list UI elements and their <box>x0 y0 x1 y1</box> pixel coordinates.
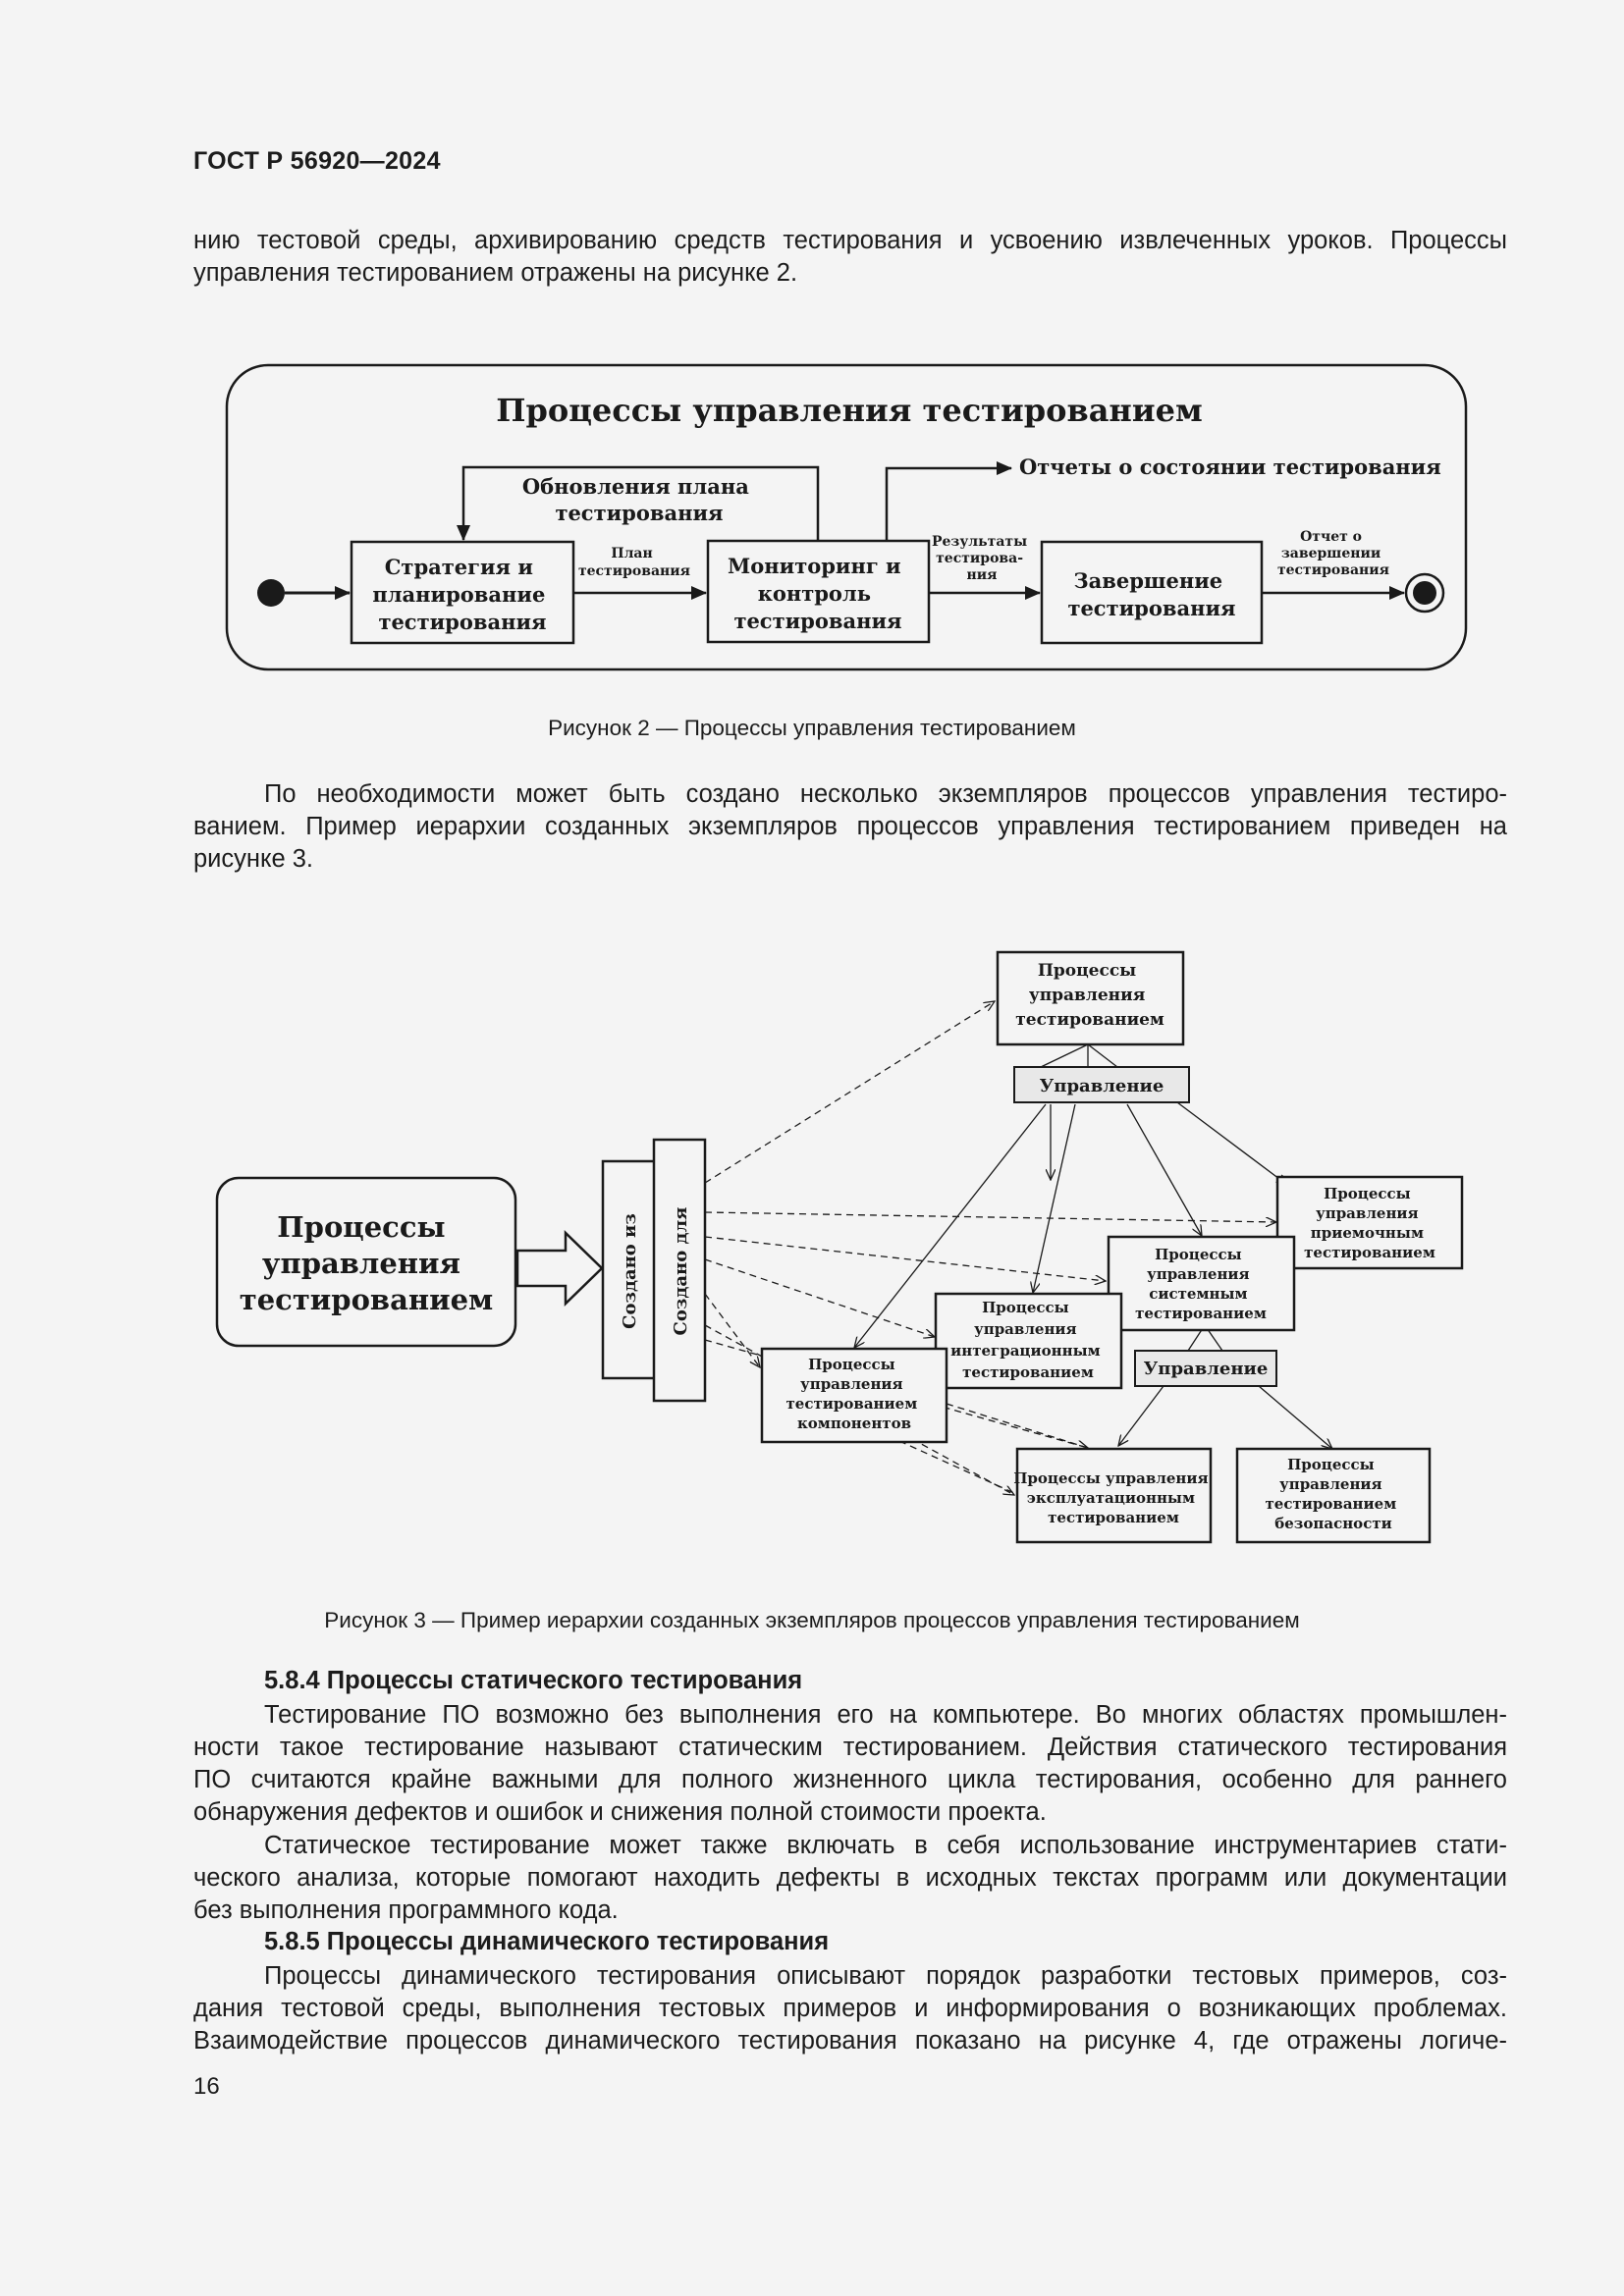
text-line: ческого анализа, которые помогают находи… <box>193 1864 1507 1892</box>
text-line: Процессы динамического тестирования опис… <box>264 1962 1507 1990</box>
completion-report-label: Отчет о завершении тестирования <box>1277 529 1389 578</box>
security-process-label: Процессы управления тестированием безопа… <box>1266 1456 1402 1532</box>
section-5-8-4-paragraph-1: Тестирование ПО возможно без выполнения … <box>193 1699 1507 1829</box>
paragraph-intro: нию тестовой среды, архивированию средст… <box>193 225 1507 290</box>
management-label-box <box>1013 1066 1190 1103</box>
document-header: ГОСТ Р 56920—2024 <box>193 147 441 175</box>
monitoring-label: Мониторинг и контроль тестирования <box>728 554 908 633</box>
top-process-box <box>996 950 1185 1046</box>
created-for-bar <box>652 1138 707 1403</box>
text-line: рисунке 3. <box>193 845 313 873</box>
completion-label: Завершение тестирования <box>1067 568 1235 620</box>
component-process-label: Процессы управления тестированием компон… <box>786 1356 923 1432</box>
text-line: без выполнения программного кода. <box>193 1896 619 1924</box>
section-5-8-4-paragraph-2: Статическое тестирование может также вкл… <box>193 1830 1507 1927</box>
page-number: 16 <box>193 2073 220 2100</box>
text-line: Статическое тестирование может также вкл… <box>264 1832 1507 1859</box>
text-line: По необходимости может быть создано неск… <box>264 780 1507 808</box>
text-line: нию тестовой среды, архивированию средст… <box>193 227 1507 254</box>
text-line: ванием. Пример иерархии созданных экземп… <box>193 813 1507 840</box>
text-line: Тестирование ПО возможно без выполнения … <box>264 1701 1507 1729</box>
section-5-8-4-title: 5.8.4 Процессы статического тестирования <box>264 1667 803 1694</box>
figure-2-title: Процессы управления тестированием <box>496 392 1202 429</box>
text-line: ПО считаются крайне важными для полного … <box>193 1766 1507 1793</box>
update-plan-label: Обновления плана тестирования <box>522 474 756 525</box>
strategy-label: Стратегия и планирование тестирования <box>372 555 552 634</box>
security-process-box <box>1235 1447 1432 1544</box>
test-plan-label: План тестирования <box>578 546 690 579</box>
main-process-box <box>215 1176 517 1348</box>
figure-3-caption: Рисунок 3 — Пример иерархии созданных эк… <box>324 1608 1300 1632</box>
management-label: Управление <box>1040 1076 1164 1096</box>
end-node <box>1404 572 1445 614</box>
section-5-8-5-paragraph-1: Процессы динамического тестирования опис… <box>193 1960 1507 2057</box>
text-line: ности такое тестирование называют статич… <box>193 1734 1507 1761</box>
integration-process-box <box>934 1292 1123 1390</box>
text-line: обнаружения дефектов и ошибок и снижения… <box>193 1798 1047 1826</box>
top-process-label: Процессы управления тестированием <box>1015 961 1164 1030</box>
paragraph-instances: По необходимости может быть создано неск… <box>193 778 1507 876</box>
block-arrow <box>515 1230 604 1307</box>
section-5-8-5-title: 5.8.5 Процессы динамического тестировани… <box>264 1928 830 1955</box>
text-line: управления тестированием отражены на рис… <box>193 259 798 287</box>
integration-process-label: Процессы управления интеграционным тести… <box>950 1299 1106 1381</box>
test-results-label: Результаты тестирова- ния <box>932 534 1032 583</box>
system-process-label: Процессы управления системным тестирован… <box>1135 1246 1267 1322</box>
created-for-label: Создано для <box>671 1207 691 1336</box>
operational-process-box <box>1015 1447 1213 1544</box>
created-from-bar <box>601 1159 657 1380</box>
text-line: дания тестовой среды, выполнения тестовы… <box>193 1995 1507 2022</box>
operational-process-label: Процессы управления эксплуатационным тес… <box>1013 1469 1214 1526</box>
acceptance-process-box <box>1275 1175 1464 1270</box>
component-process-box <box>760 1347 948 1444</box>
management-label-box-2 <box>1134 1350 1277 1387</box>
system-process-box <box>1107 1235 1296 1332</box>
strategy-box <box>350 540 575 645</box>
management-label-2: Управление <box>1144 1359 1269 1379</box>
created-from-label: Создано из <box>620 1213 640 1329</box>
status-reports-label: Отчеты о состоянии тестирования <box>1019 454 1441 479</box>
figure-2-caption: Рисунок 2 — Процессы управления тестиров… <box>548 716 1076 740</box>
completion-box <box>1040 540 1264 645</box>
start-node <box>257 579 285 607</box>
text-line: Взаимодействие процессов динамического т… <box>193 2027 1507 2055</box>
main-process-label: Процессы управления тестированием <box>240 1210 494 1316</box>
acceptance-process-label: Процессы управления приемочным тестирова… <box>1304 1185 1435 1261</box>
